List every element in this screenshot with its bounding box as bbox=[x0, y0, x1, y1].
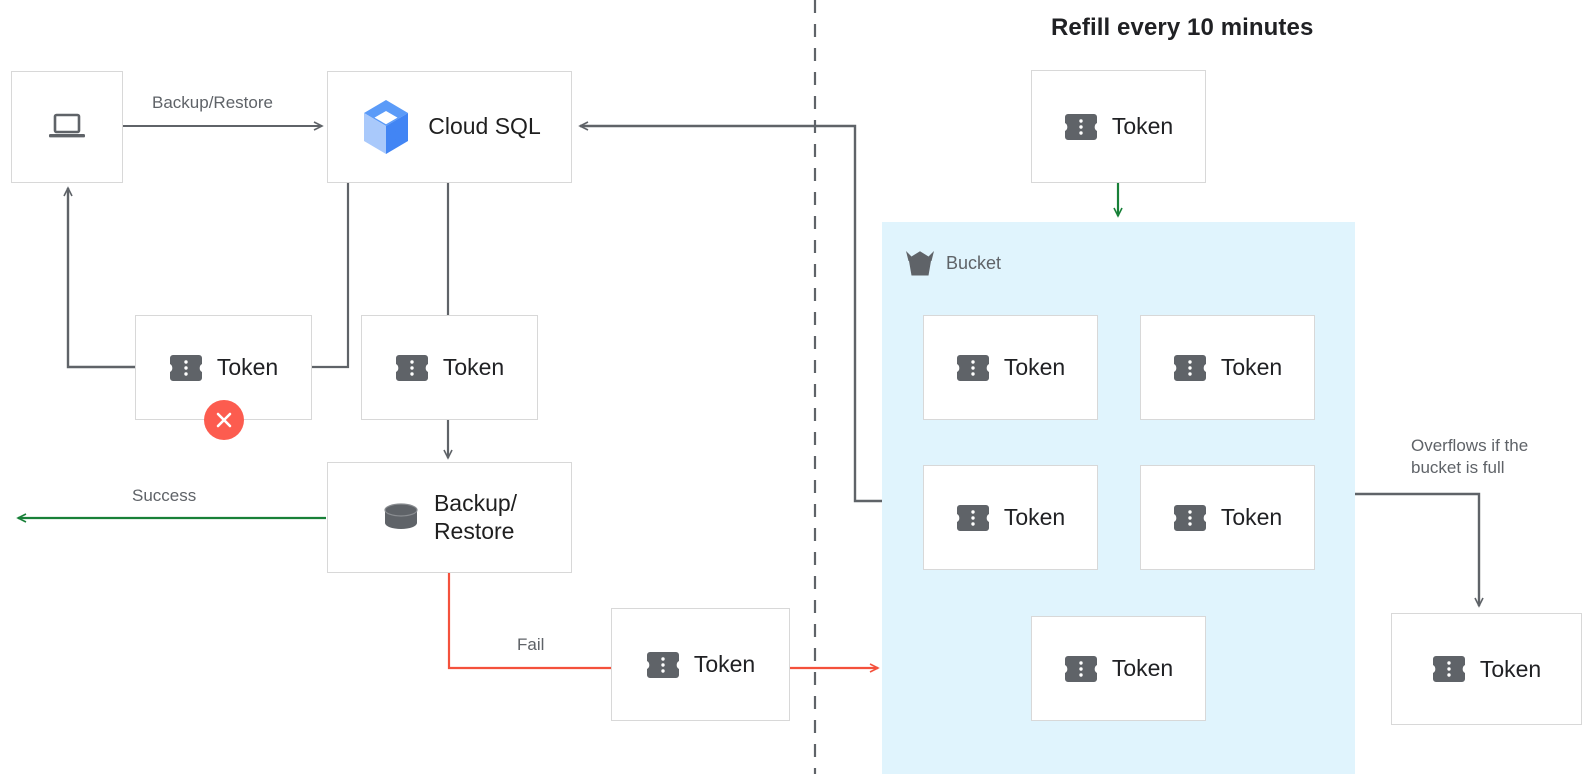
page-title: Refill every 10 minutes bbox=[1051, 14, 1314, 41]
edge-bucket-overflow bbox=[1355, 492, 1484, 608]
cloud-sql-content: Cloud SQL bbox=[358, 98, 541, 156]
bucket-token-5-label: Token bbox=[1111, 655, 1174, 681]
edge-token-failed-to-client bbox=[63, 186, 135, 369]
bucket-token-4-label: Token bbox=[1220, 504, 1283, 530]
edge-label-success: Success bbox=[132, 486, 197, 505]
token-failed-label: Token bbox=[216, 354, 279, 380]
token-refill-content: Token bbox=[1064, 113, 1173, 141]
bucket-token-4[interactable]: Token bbox=[1140, 465, 1315, 570]
token-icon bbox=[646, 651, 680, 679]
token-icon bbox=[1064, 655, 1098, 683]
token-refill-node[interactable]: Token bbox=[1031, 70, 1206, 183]
token-icon bbox=[1064, 113, 1098, 141]
token-consumed-node[interactable]: Token bbox=[361, 315, 538, 420]
backup-restore-content: Backup/ Restore bbox=[382, 490, 517, 544]
laptop-icon bbox=[47, 111, 87, 143]
backup-restore-node[interactable]: Backup/ Restore bbox=[327, 462, 572, 573]
bucket-token-1-content: Token bbox=[956, 354, 1065, 382]
token-refill-label: Token bbox=[1111, 113, 1174, 139]
token-icon bbox=[956, 504, 990, 532]
token-overflow-content: Token bbox=[1432, 655, 1541, 683]
token-consumed-label: Token bbox=[442, 354, 505, 380]
cloud-sql-label: Cloud SQL bbox=[428, 113, 541, 140]
bucket-token-3-content: Token bbox=[956, 504, 1065, 532]
bucket-token-4-content: Token bbox=[1173, 504, 1282, 532]
bucket-token-1-label: Token bbox=[1003, 354, 1066, 380]
bucket-token-2-label: Token bbox=[1220, 354, 1283, 380]
token-fail-return-node[interactable]: Token bbox=[611, 608, 790, 721]
token-fail-return-label: Token bbox=[693, 651, 756, 677]
token-icon bbox=[169, 354, 203, 382]
bucket-token-5-content: Token bbox=[1064, 655, 1173, 683]
token-consumed-content: Token bbox=[395, 354, 504, 382]
bucket-token-3[interactable]: Token bbox=[923, 465, 1098, 570]
bucket-header-label: Bucket bbox=[946, 252, 1002, 273]
token-fail-return-content: Token bbox=[646, 651, 755, 679]
database-icon bbox=[382, 501, 420, 535]
edge-label-fail: Fail bbox=[517, 635, 545, 654]
token-icon bbox=[1432, 655, 1466, 683]
token-icon bbox=[1173, 354, 1207, 382]
cloud-sql-node[interactable]: Cloud SQL bbox=[327, 71, 572, 183]
bucket-token-1[interactable]: Token bbox=[923, 315, 1098, 420]
client-node[interactable] bbox=[11, 71, 123, 183]
edge-label-backup-restore: Backup/Restore bbox=[152, 93, 273, 112]
token-icon bbox=[1173, 504, 1207, 532]
bucket-token-2-content: Token bbox=[1173, 354, 1282, 382]
token-overflow-label: Token bbox=[1479, 655, 1542, 682]
token-icon bbox=[956, 354, 990, 382]
bucket-token-3-label: Token bbox=[1003, 504, 1066, 530]
edge-cloudsql-to-token-failed bbox=[312, 182, 350, 369]
edge-label-overflow: Overflows if the bucket is full bbox=[1411, 436, 1529, 478]
cloud-sql-icon bbox=[358, 98, 414, 156]
close-icon bbox=[216, 412, 232, 428]
token-failed-content: Token bbox=[169, 354, 278, 382]
backup-restore-label: Backup/ Restore bbox=[433, 490, 518, 544]
bucket-icon bbox=[904, 248, 936, 278]
bucket-header: Bucket bbox=[904, 248, 1001, 278]
bucket-token-5[interactable]: Token bbox=[1031, 616, 1206, 721]
bucket-token-2[interactable]: Token bbox=[1140, 315, 1315, 420]
token-overflow-node[interactable]: Token bbox=[1391, 613, 1582, 725]
error-x-badge bbox=[204, 400, 244, 440]
edge-bucket-to-cloudsql bbox=[578, 121, 882, 503]
token-icon bbox=[395, 354, 429, 382]
